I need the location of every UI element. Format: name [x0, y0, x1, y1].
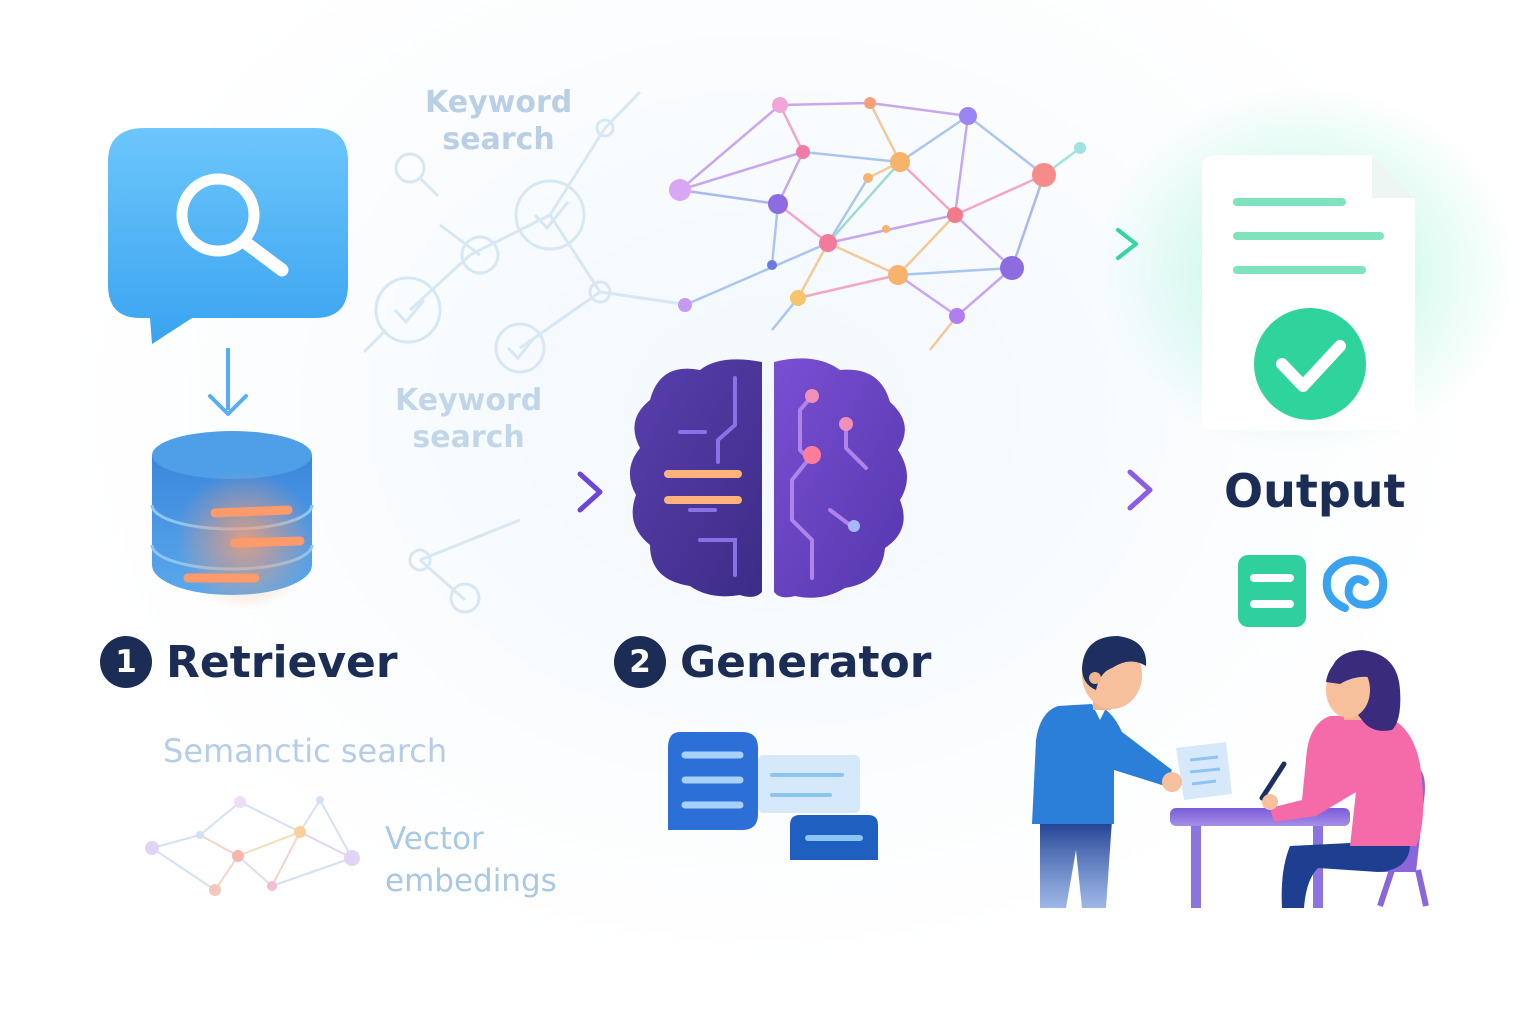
- chat-messages-icon: [668, 732, 878, 860]
- brain-icon: [629, 358, 908, 598]
- retriever-arrow: [325, 471, 603, 513]
- step-retriever: 1 Retriever: [100, 636, 398, 688]
- database-icon: [150, 431, 315, 610]
- collaboration-scene: [1032, 636, 1429, 908]
- keyword-search-label-mid: Keyword search: [395, 383, 543, 455]
- knowledge-network: [669, 97, 1086, 351]
- text-format-icon: [1238, 555, 1306, 627]
- semantic-search-label: Semanctic search: [163, 732, 448, 770]
- generator-arrow: [918, 469, 1153, 511]
- retriever-label: Retriever: [166, 636, 398, 688]
- vector-embeddings-label: Vector embedings: [385, 821, 557, 899]
- faded-network: [362, 90, 691, 614]
- link-spiral-icon: [1322, 556, 1388, 612]
- generator-label: Generator: [680, 636, 932, 688]
- down-arrow: [208, 348, 248, 416]
- vector-embedding-network: [145, 796, 360, 896]
- output-label: Output: [1224, 464, 1406, 518]
- document-check-icon: [1098, 85, 1518, 455]
- step-generator: 2 Generator: [614, 636, 931, 688]
- search-chat-icon: [108, 128, 348, 344]
- step-number-1: 1: [100, 636, 152, 688]
- keyword-search-label-top: Keyword search: [425, 85, 573, 157]
- step-number-2: 2: [614, 636, 666, 688]
